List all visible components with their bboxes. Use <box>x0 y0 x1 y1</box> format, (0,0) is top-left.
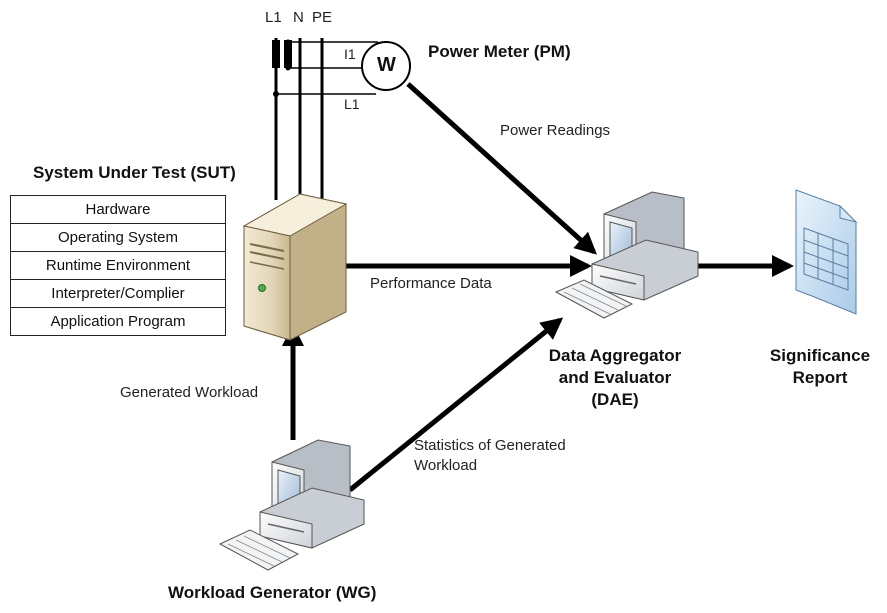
arrows <box>282 82 794 492</box>
power-line-l1-label: L1 <box>265 9 282 26</box>
sut-layer-interpreter: Interpreter/Complier <box>11 280 225 308</box>
wg-title: Workload Generator (WG) <box>168 583 377 602</box>
dae-computer-icon <box>554 191 699 319</box>
sut-layer-application: Application Program <box>50 313 186 330</box>
sut-server-icon <box>242 193 348 341</box>
wg-computer-icon <box>218 439 365 571</box>
dae-title-line3: (DAE) <box>591 390 639 409</box>
sut-layer-hardware: Hardware <box>11 196 225 224</box>
dae-title-line2: and Evaluator <box>558 368 672 387</box>
sut-layer-runtime: Runtime Environment <box>11 252 225 280</box>
sut-title: System Under Test (SUT) <box>33 163 236 182</box>
probe-l1-label: L1 <box>344 96 360 112</box>
arrow-statistics <box>348 317 564 492</box>
performance-data-label: Performance Data <box>370 275 492 292</box>
report-title-line2: Report <box>792 368 848 387</box>
report-title-line1: Significance <box>769 346 871 365</box>
statistics-label-line1: Statistics of Generated <box>414 437 566 454</box>
power-lines <box>272 38 378 200</box>
probe-i1-label: I1 <box>344 46 356 62</box>
meter-symbol-w: W <box>377 54 396 76</box>
power-meter-symbol <box>361 41 411 91</box>
generated-workload-label: Generated Workload <box>120 384 259 401</box>
dae-title-line1: Data Aggregator <box>548 346 682 365</box>
power-line-n-label: N <box>293 9 304 26</box>
arrow-power-readings <box>406 82 597 255</box>
sut-layer-os: Operating System <box>11 224 225 252</box>
sut-layer-stack: Hardware Operating System Runtime Enviro… <box>10 195 226 336</box>
statistics-label-line2: Workload <box>414 457 478 474</box>
power-line-pe-label: PE <box>312 9 333 26</box>
power-meter-title: Power Meter (PM) <box>428 42 571 61</box>
power-readings-label: Power Readings <box>500 122 611 139</box>
report-document-icon <box>795 189 858 315</box>
